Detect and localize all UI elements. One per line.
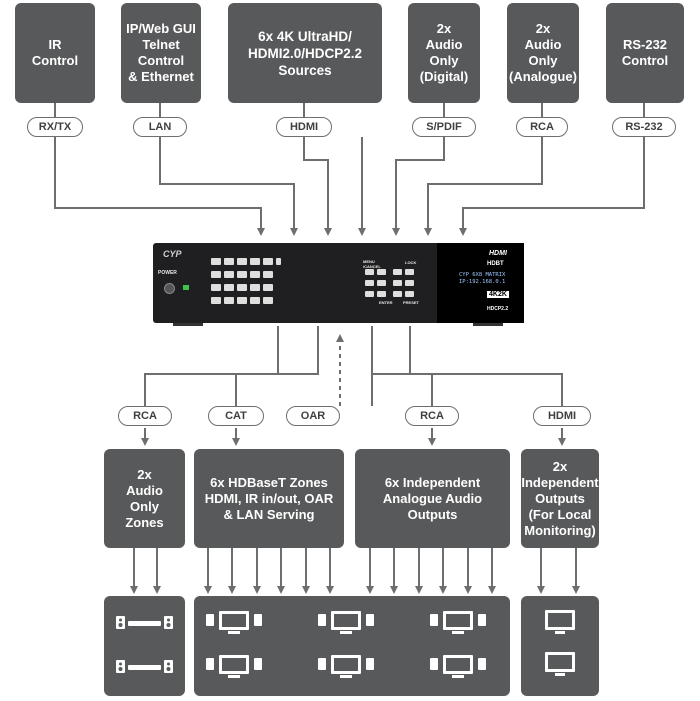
panel-zones xyxy=(194,596,510,696)
port-rs232: RS-232 xyxy=(612,117,676,137)
port-hdmi: HDMI xyxy=(276,117,332,137)
screen-line-2: IP:192.168.0.1 xyxy=(459,279,506,285)
menu-label: MENU /CANCEL xyxy=(363,259,381,269)
screen-line-1: CYP 6X8 MATRIX xyxy=(459,272,506,278)
port-rx-tx: RX/TX xyxy=(27,117,83,137)
display-panel: HDMI HDBT CYP 6X8 MATRIX IP:192.168.0.1 … xyxy=(437,243,524,323)
source-hdmi: 6x 4K UltraHD/ HDMI2.0/HDCP2.2 Sources xyxy=(228,3,382,103)
port-rca-out: RCA xyxy=(405,406,459,426)
output-audio-zones: 2x Audio Only Zones xyxy=(104,449,185,548)
hdcp-badge: HDCP2.2 xyxy=(487,306,509,312)
source-audio-analogue: 2x Audio Only (Analogue) xyxy=(507,3,579,103)
device-foot-right xyxy=(473,323,503,326)
res-badge: 4K2K xyxy=(487,291,509,298)
source-audio-digital: 2x Audio Only (Digital) xyxy=(408,3,480,103)
matrix-device: CYP POWER MENU /CANCEL LOCK ENTER PRESET… xyxy=(153,243,524,326)
output-hdbaset-zones: 6x HDBaseT Zones HDMI, IR in/out, OAR & … xyxy=(194,449,344,548)
button-grid-right xyxy=(365,269,425,299)
port-spdif: S/PDIF xyxy=(412,117,476,137)
port-lan: LAN xyxy=(133,117,187,137)
panel-monitors xyxy=(521,596,599,696)
power-label: POWER xyxy=(158,270,177,276)
port-hdmi-out: HDMI xyxy=(533,406,591,426)
hdbt-logo: HDBT xyxy=(487,261,504,267)
port-cat: CAT xyxy=(208,406,264,426)
output-analogue-audio: 6x Independent Analogue Audio Outputs xyxy=(355,449,510,548)
lock-label: LOCK xyxy=(405,260,417,265)
port-oar: OAR xyxy=(286,406,340,426)
button-grid-left xyxy=(211,258,281,306)
port-rca-in: RCA xyxy=(516,117,568,137)
brand-logo: CYP xyxy=(163,249,182,259)
source-ip-control: IP/Web GUI Telnet Control & Ethernet xyxy=(121,3,201,103)
power-led xyxy=(183,285,189,290)
power-button xyxy=(164,283,175,294)
enter-label: ENTER xyxy=(379,300,393,305)
preset-label: PRESET xyxy=(403,300,420,305)
device-foot-left xyxy=(173,323,203,326)
panel-speakers xyxy=(104,596,185,696)
hdmi-logo: HDMI xyxy=(489,250,507,257)
output-local-monitoring: 2x Independent Outputs (For Local Monito… xyxy=(521,449,599,548)
port-rca-out-zones: RCA xyxy=(118,406,172,426)
source-rs232: RS-232 Control xyxy=(606,3,684,103)
source-ir-control: IR Control xyxy=(15,3,95,103)
